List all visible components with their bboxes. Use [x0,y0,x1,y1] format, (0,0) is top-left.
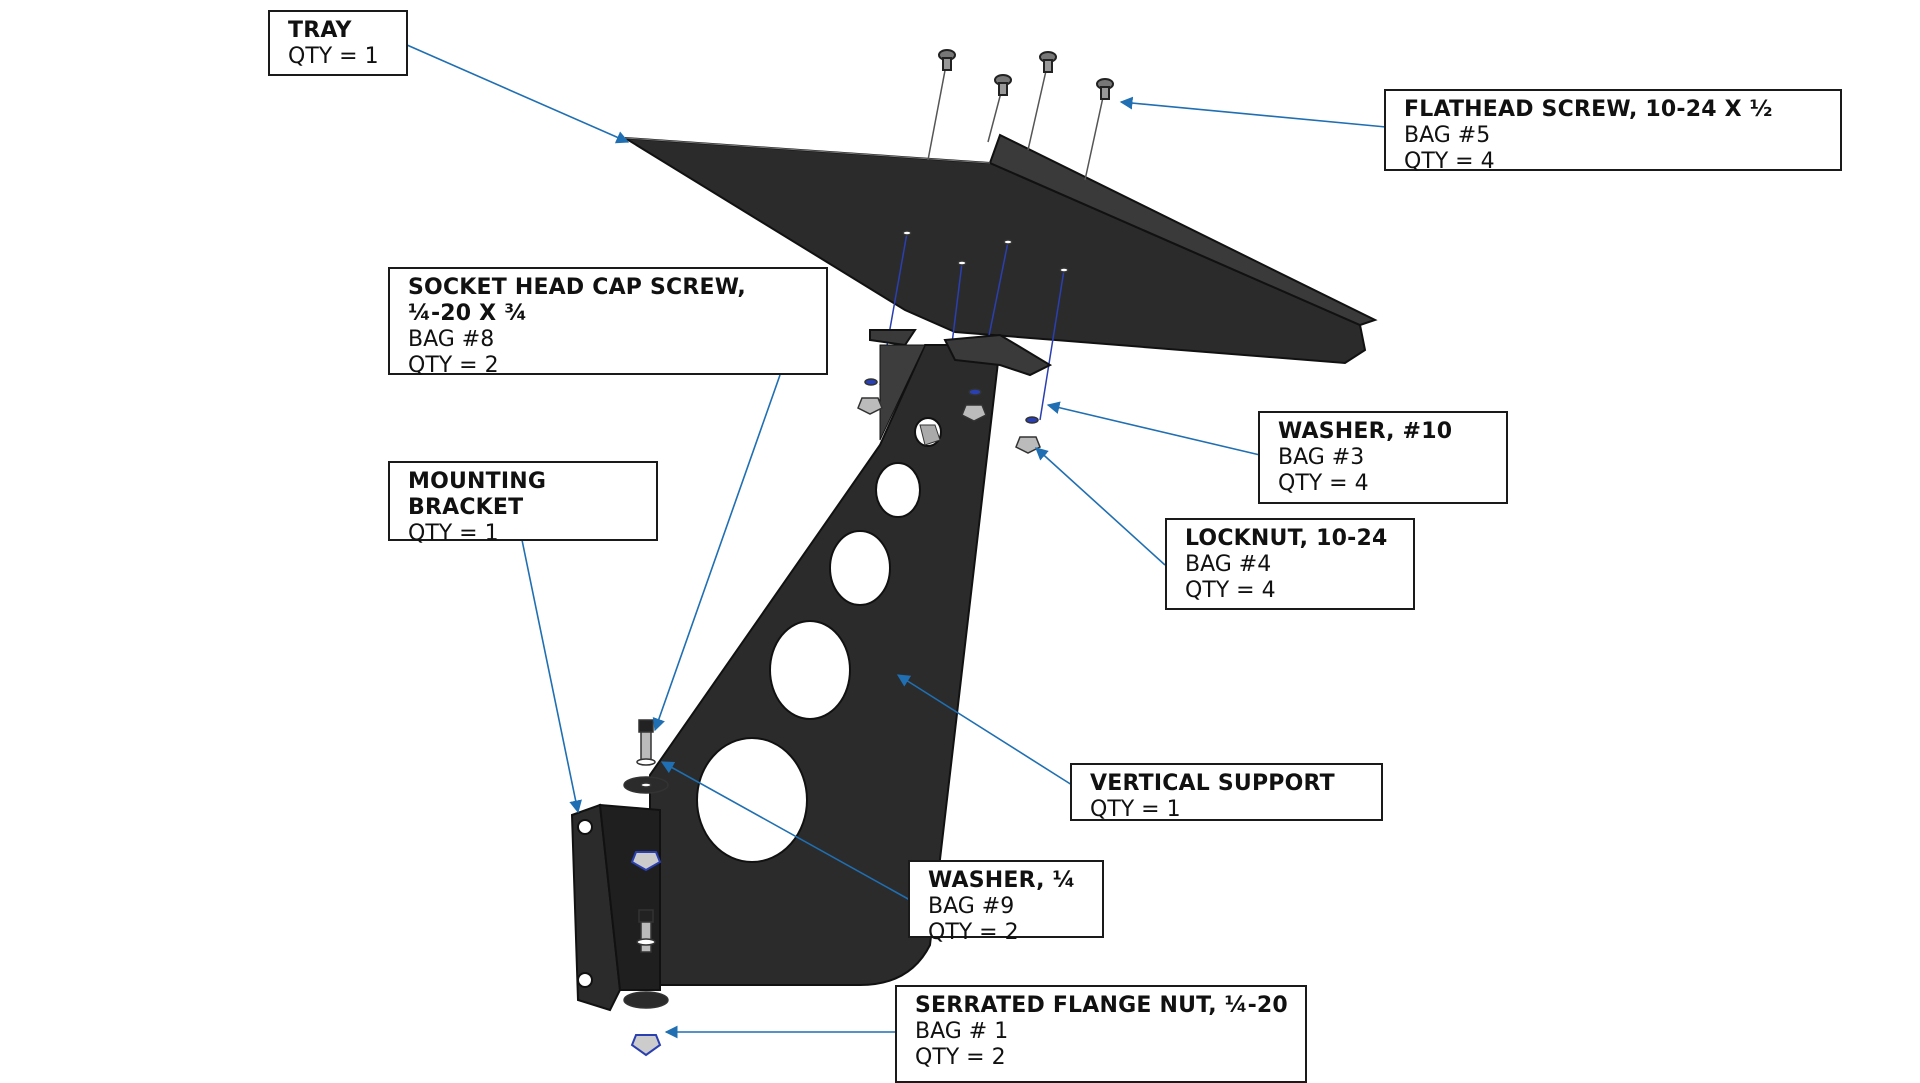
serrated-flange-nut-callout-title: SERRATED FLANGE NUT, ¼-20 [915,993,1288,1018]
mounting-bracket-callout: MOUNTING BRACKET QTY = 1 [388,461,658,546]
washer-10-callout-qty: QTY = 4 [1278,471,1369,496]
locknut-callout-title: LOCKNUT, 10-24 [1185,526,1388,551]
washer-10-callout-bag: BAG #3 [1278,445,1365,470]
washer-10-callout-title: WASHER, #10 [1278,419,1453,444]
socket-head-screw-callout-qty: QTY = 2 [408,353,499,378]
flathead-screws [927,49,1114,181]
leader-lines [406,44,1387,1039]
flathead-screw-callout-title: FLATHEAD SCREW, 10-24 X ½ [1404,97,1773,122]
flathead-screw-callout-qty: QTY = 4 [1404,149,1495,174]
vertical-support-part [613,329,1053,986]
socket-head-screw-callout-bag: BAG #8 [408,327,495,352]
mounting-bracket-callout-qty: QTY = 1 [408,521,499,546]
tray-callout-title: TRAY [288,18,352,43]
tray-part [624,133,1378,365]
flathead-screw-callout: FLATHEAD SCREW, 10-24 X ½ BAG #5 QTY = 4 [1384,89,1842,174]
socket-head-screw-callout-title: SOCKET HEAD CAP SCREW, ¼-20 X ¾ [408,275,746,326]
mounting-bracket-part [570,803,661,1012]
serrated-flange-nut-callout: SERRATED FLANGE NUT, ¼-20 BAG # 1 QTY = … [895,985,1307,1083]
washer-quarter-callout-bag: BAG #9 [928,894,1015,919]
washer-quarter-callout: WASHER, ¼ BAG #9 QTY = 2 [908,860,1104,945]
locknut-callout-qty: QTY = 4 [1185,578,1276,603]
washer-10-callout: WASHER, #10 BAG #3 QTY = 4 [1258,411,1508,504]
flathead-screw-callout-bag: BAG #5 [1404,123,1491,148]
serrated-flange-nut-callout-bag: BAG # 1 [915,1019,1009,1044]
mounting-bracket-callout-title: MOUNTING BRACKET [408,469,547,520]
vertical-support-callout-qty: QTY = 1 [1090,797,1181,822]
tray-callout-qty: QTY = 1 [288,44,379,69]
serrated-flange-nut-callout-qty: QTY = 2 [915,1045,1006,1070]
tray-callout: TRAY QTY = 1 [268,10,408,76]
lower-hardware [623,719,669,1057]
washer-quarter-callout-qty: QTY = 2 [928,920,1019,945]
vertical-support-callout-title: VERTICAL SUPPORT [1090,771,1335,796]
upper-hardware [857,378,1041,454]
washer-quarter-callout-title: WASHER, ¼ [928,868,1076,893]
locknut-callout-bag: BAG #4 [1185,552,1272,577]
locknut-callout: LOCKNUT, 10-24 BAG #4 QTY = 4 [1165,518,1415,610]
socket-head-screw-callout: SOCKET HEAD CAP SCREW, ¼-20 X ¾ BAG #8 Q… [388,267,828,378]
vertical-support-callout: VERTICAL SUPPORT QTY = 1 [1070,763,1383,822]
